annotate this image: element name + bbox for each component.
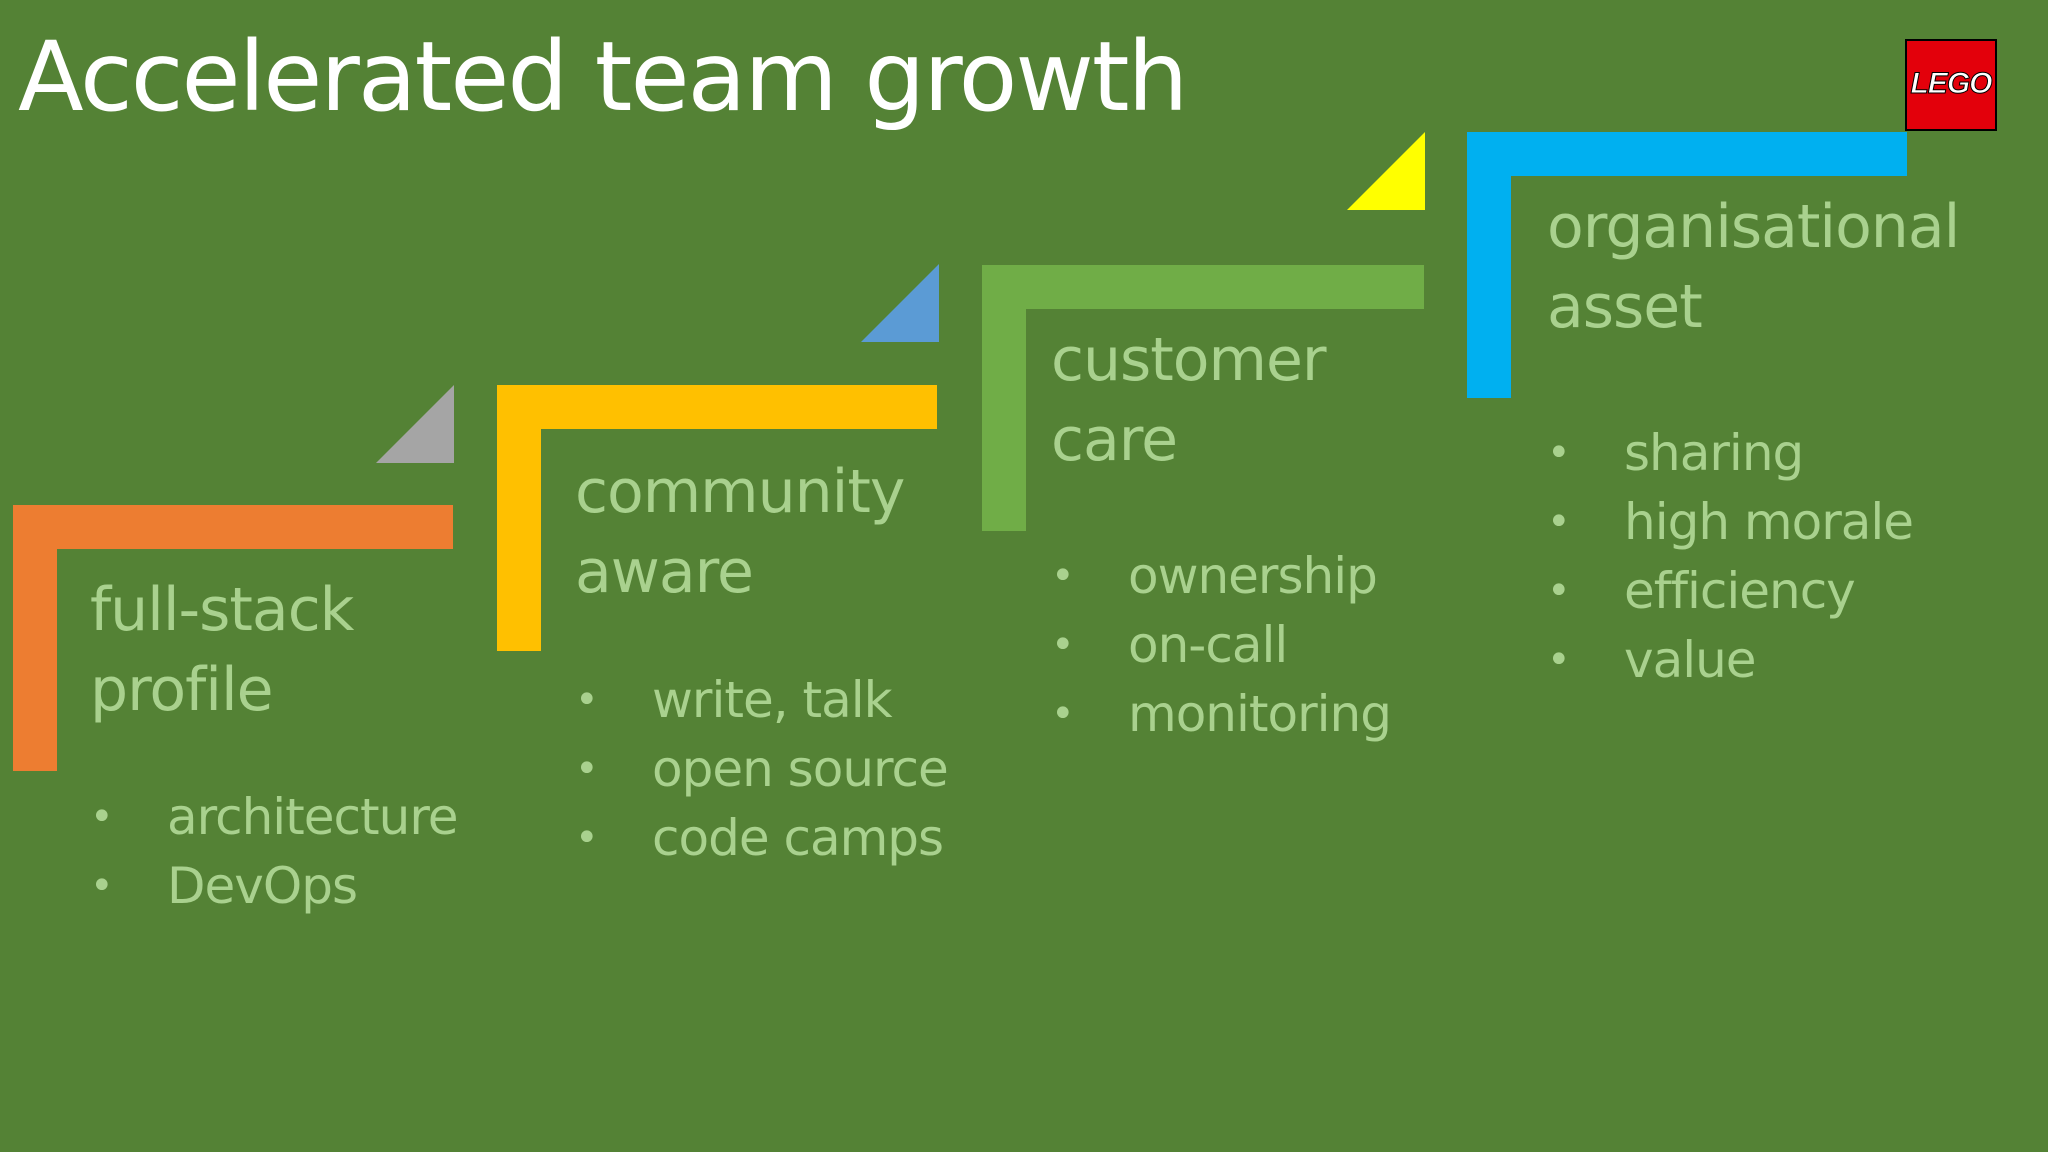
step-heading-line-2: profile: [90, 655, 274, 725]
step-bar-horizontal: [497, 385, 937, 429]
step-bar-horizontal: [13, 505, 453, 549]
bullet-item: open source: [575, 735, 949, 804]
bullet-item: value: [1547, 626, 1913, 695]
step-bar-vertical: [1467, 132, 1511, 398]
step-triangle: [376, 385, 454, 463]
step-bar-vertical: [497, 385, 541, 651]
step-heading-line-1: customer: [1051, 325, 1327, 395]
step-heading-line-2: care: [1051, 405, 1178, 475]
bullet-item: ownership: [1051, 542, 1391, 611]
bullet-item: monitoring: [1051, 680, 1392, 749]
bullet-item: efficiency: [1547, 557, 1913, 626]
step-heading: community aware: [575, 452, 905, 612]
slide-title: Accelerated team growth: [18, 21, 1188, 133]
step-heading: organisational asset: [1547, 187, 1960, 347]
bullet-item: high morale: [1547, 488, 1914, 557]
step-bullet-list: architecture DevOps: [90, 783, 459, 921]
step-heading-line-2: aware: [575, 537, 754, 607]
bullet-item: DevOps: [90, 852, 458, 921]
bullet-item: sharing: [1547, 419, 1913, 488]
logo-text: LEGO: [1910, 67, 1993, 101]
bullet-item: on-call: [1051, 611, 1391, 680]
step-heading-line-2: asset: [1547, 272, 1703, 342]
bullet-item: code camps: [575, 804, 948, 873]
bullet-item: architecture: [90, 783, 459, 852]
lego-logo: LEGO: [1905, 39, 1997, 131]
step-heading-line-1: full-stack: [90, 575, 354, 645]
step-heading-line-1: community: [575, 457, 905, 527]
step-heading-line-1: organisational: [1547, 192, 1960, 262]
step-triangle: [861, 264, 939, 342]
step-bullet-list: write, talk open source code camps: [575, 666, 949, 873]
step-bar-horizontal: [982, 265, 1424, 309]
step-heading: full-stack profile: [90, 570, 354, 730]
step-bullet-list: sharing high morale efficiency value: [1547, 419, 1914, 695]
step-bullet-list: ownership on-call monitoring: [1051, 542, 1392, 749]
bullet-item: write, talk: [575, 666, 948, 735]
step-bar-vertical: [982, 265, 1026, 531]
step-heading: customer care: [1051, 320, 1327, 480]
step-triangle: [1347, 132, 1425, 210]
step-bar-horizontal: [1467, 132, 1907, 176]
step-bar-vertical: [13, 505, 57, 771]
